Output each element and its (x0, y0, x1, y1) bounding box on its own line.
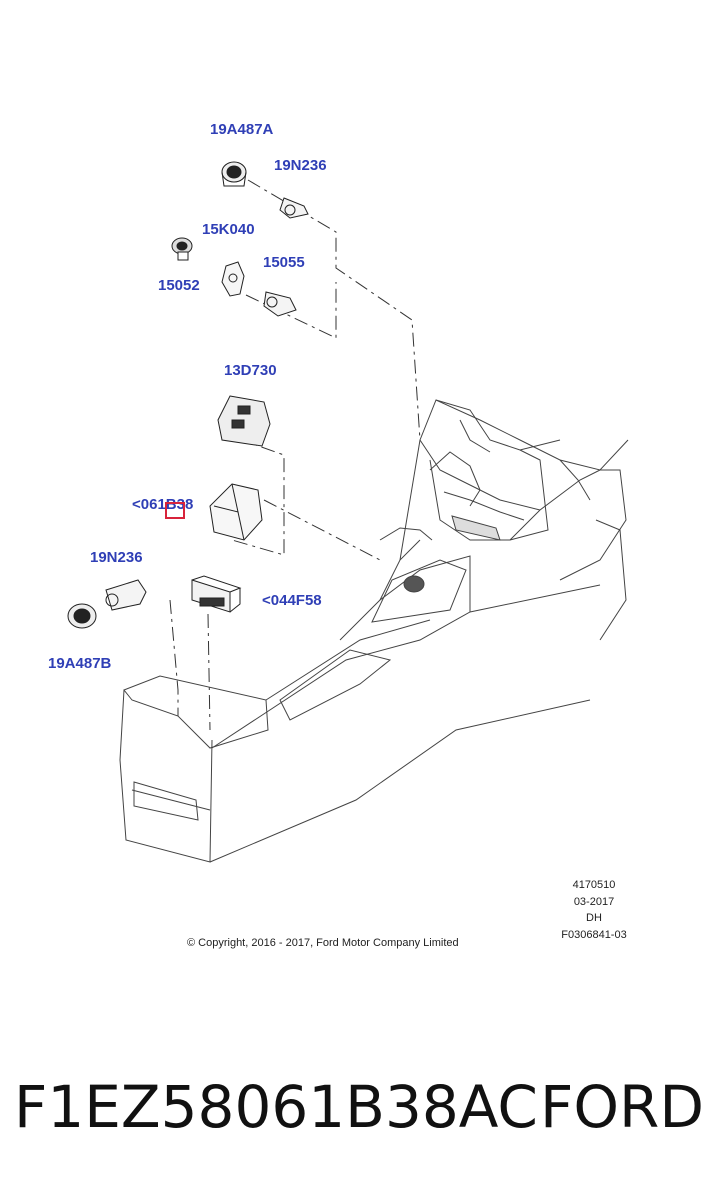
knob-15052 (171, 237, 193, 261)
callout-19N236-top: 19N236 (274, 157, 327, 174)
callout-19A487B: 19A487B (48, 655, 112, 672)
callout-061B38[interactable]: <061B38 (132, 496, 194, 513)
socket-19A487B (67, 603, 97, 629)
callout-15055: 15055 (263, 254, 305, 271)
illustration-number: 4170510 (572, 879, 616, 891)
connector-19N236-top (279, 197, 309, 219)
connector-15055 (263, 291, 297, 317)
callout-13D730: 13D730 (224, 362, 277, 379)
bracket-15K040 (221, 261, 245, 297)
part-number: F1EZ58061B38AC (14, 1073, 538, 1141)
copyright-text: © Copyright, 2016 - 2017, Ford Motor Com… (187, 937, 459, 949)
housing-061B38 (209, 483, 263, 541)
illustration-date: 03-2017 (573, 896, 615, 908)
callout-15052: 15052 (158, 277, 200, 294)
brand-name: FORD (540, 1073, 704, 1141)
callout-19N236-mid: 19N236 (90, 549, 143, 566)
center-console (119, 399, 629, 863)
socket-19A487A-top (221, 161, 247, 187)
module-044F58 (191, 575, 242, 613)
highlight-box (165, 502, 185, 519)
callout-15K040: 15K040 (202, 221, 255, 238)
figure-id: F0306841-03 (561, 929, 627, 941)
connector-19N236-mid (105, 579, 147, 611)
parts-diagram (67, 161, 629, 863)
illustration-code: DH (586, 912, 602, 924)
callout-19A487A-top: 19A487A (210, 121, 274, 138)
switch-13D730 (217, 395, 271, 447)
callout-044F58: <044F58 (262, 592, 322, 609)
